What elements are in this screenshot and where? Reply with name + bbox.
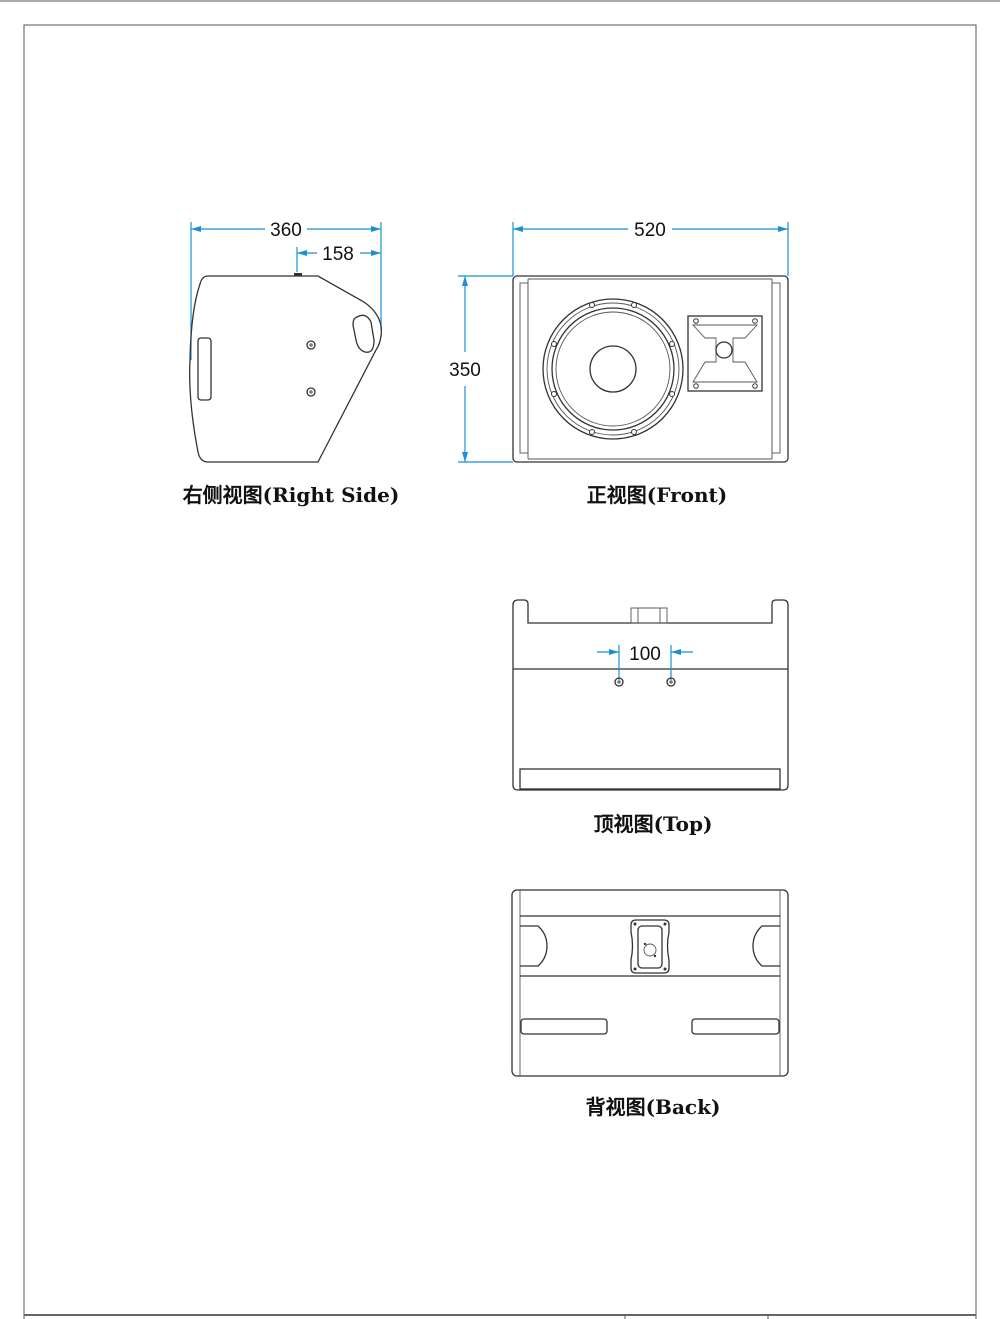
dimension-158: 158 [296, 244, 381, 272]
top-handle [630, 607, 668, 624]
woofer-icon [542, 298, 684, 440]
view-caption: 顶视图(Top) [594, 812, 713, 836]
dimension-label: 158 [322, 244, 354, 265]
back-cabinet-outline [511, 889, 789, 1077]
view-caption: 背视图(Back) [586, 1095, 721, 1119]
dimension-520: 520 [512, 220, 789, 276]
back-slot-left [520, 1018, 608, 1035]
front-cabinet-outline [512, 275, 789, 463]
back-view: 背视图(Back) [511, 889, 789, 1119]
side-grip-slot [352, 314, 375, 353]
dimension-360: 360 [190, 220, 382, 360]
dimension-label: 350 [449, 360, 481, 381]
dimension-100: 100 [597, 644, 693, 680]
horn-tweeter-icon [687, 315, 763, 392]
side-handle [197, 337, 212, 401]
view-caption: 正视图(Front) [587, 483, 727, 507]
dimension-label: 100 [629, 644, 661, 665]
view-caption: 右侧视图(Right Side) [183, 483, 400, 507]
front-view: 520 350 [449, 220, 789, 507]
dimension-label: 360 [270, 220, 302, 241]
back-handle-left [520, 925, 548, 967]
side-cabinet-outline [189, 275, 383, 463]
mount-screw-icon [306, 340, 316, 397]
mount-screw-icon [614, 677, 676, 687]
dimension-label: 520 [634, 220, 666, 241]
back-handle-right [752, 925, 780, 967]
input-connector-icon [630, 919, 670, 974]
back-slot-right [691, 1018, 780, 1035]
top-view: 100 顶视图(Top) [512, 599, 789, 836]
dimension-350: 350 [449, 275, 513, 463]
top-cabinet-outline [512, 599, 789, 791]
right-side-view: 360 158 右侧视图(Right Side) [183, 220, 400, 507]
